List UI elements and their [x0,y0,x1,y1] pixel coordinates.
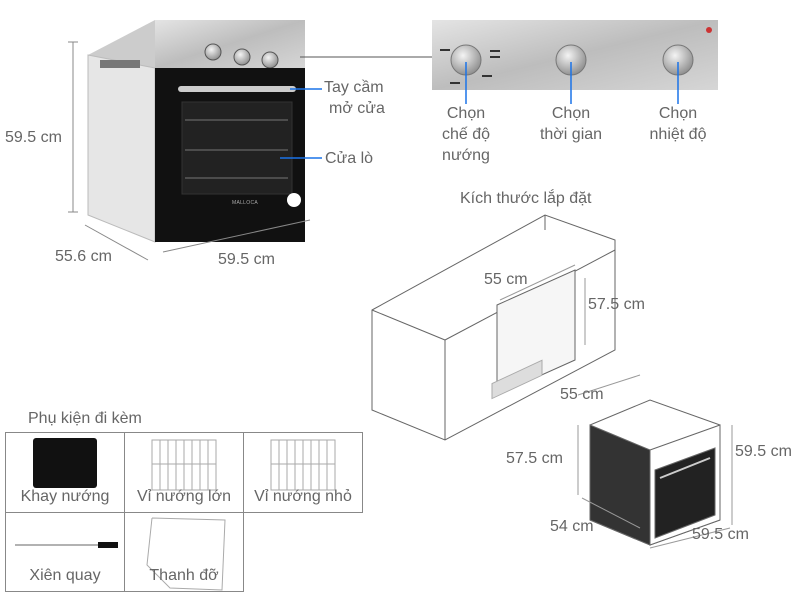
support-rail-icon [146,517,226,591]
oven-height-label: 59.5 cm [5,129,62,146]
built-in-oven-drawing [577,374,733,549]
accessory-small-grill-rack: Vỉ nướng nhỏ [243,432,363,513]
handle-label-2: mở cửa [329,100,385,117]
small-grill-rack-icon [270,439,336,491]
rotisserie-spit-icon [15,542,118,548]
cabinet-drawing [371,214,616,441]
unit-side-label: 57.5 cm [506,450,563,467]
unit-depth-label: 54 cm [550,518,594,535]
door-label: Cửa lò [325,150,374,167]
unit-height-label: 59.5 cm [735,443,792,460]
cabinet-width-label: 55 cm [484,271,528,288]
cabinet-height-label: 57.5 cm [588,296,645,313]
accessories-title: Phụ kiện đi kèm [28,410,142,427]
accessory-icons [15,438,336,591]
unit-top-label: 55 cm [560,386,604,403]
baking-tray-icon [33,438,97,488]
oven-image [87,20,305,243]
unit-width-label: 59.5 cm [692,526,749,543]
oven-brand-mark: MALLOCA [232,200,258,206]
large-grill-rack-icon [151,439,217,491]
control-panel-image [432,20,718,104]
installation-title: Kích thước lắp đặt [460,190,592,207]
accessory-large-grill-rack: Vỉ nướng lớn [124,432,244,513]
oven-width-label: 59.5 cm [218,251,275,268]
handle-label-1: Tay cầm [324,79,384,96]
accessory-rotisserie-spit: Xiên quay [5,512,125,592]
accessory-support-rail: Thanh đỡ [124,512,244,592]
accessory-baking-tray: Khay nướng [5,432,125,513]
callout-lines [280,56,432,159]
oven-depth-label: 55.6 cm [55,248,112,265]
